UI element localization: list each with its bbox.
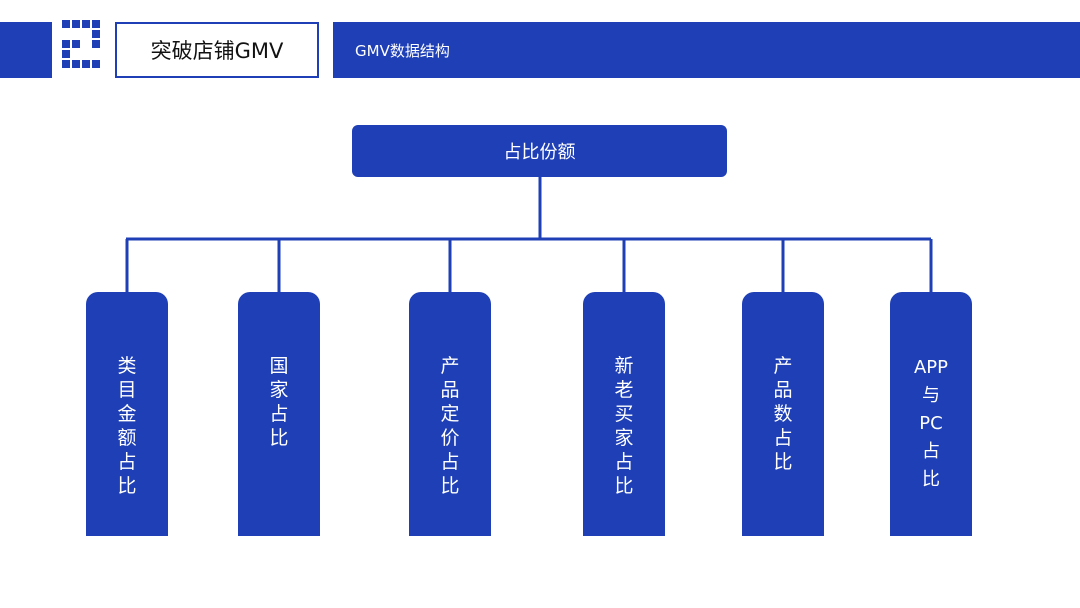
root-node: 占比份额 [352, 125, 727, 177]
logo-icon [62, 20, 100, 68]
child-node-country: 国家占比 [238, 292, 320, 536]
child-node-product-count: 产品数占比 [742, 292, 824, 536]
root-node-label: 占比份额 [503, 142, 576, 163]
child-node-label: 新老买家占比 [614, 355, 634, 497]
page-title: 突破店铺GMV [115, 22, 319, 78]
label-line-5: 比 [922, 469, 940, 490]
section-title: GMV数据结构 [355, 41, 450, 60]
section-header-bar: GMV数据结构 [333, 22, 1080, 78]
label-line-1: APP [913, 357, 949, 378]
child-node-app-pc: APP 与 PC 占 比 [890, 292, 972, 536]
child-node-label: APP 与 PC 占 比 [914, 354, 948, 494]
header-accent-bar [0, 22, 52, 78]
label-line-2: 与 [922, 385, 940, 406]
child-node-pricing: 产品定价占比 [409, 292, 491, 536]
label-line-4: 占 [922, 441, 940, 462]
label-line-3: PC [919, 413, 943, 434]
child-node-label: 国家占比 [269, 355, 289, 449]
page-title-text: 突破店铺GMV [150, 39, 284, 63]
child-node-label: 类目金额占比 [117, 355, 137, 497]
child-node-buyers: 新老买家占比 [583, 292, 665, 536]
child-node-label: 产品定价占比 [440, 355, 460, 497]
child-node-category: 类目金额占比 [86, 292, 168, 536]
child-node-label: 产品数占比 [773, 355, 793, 473]
